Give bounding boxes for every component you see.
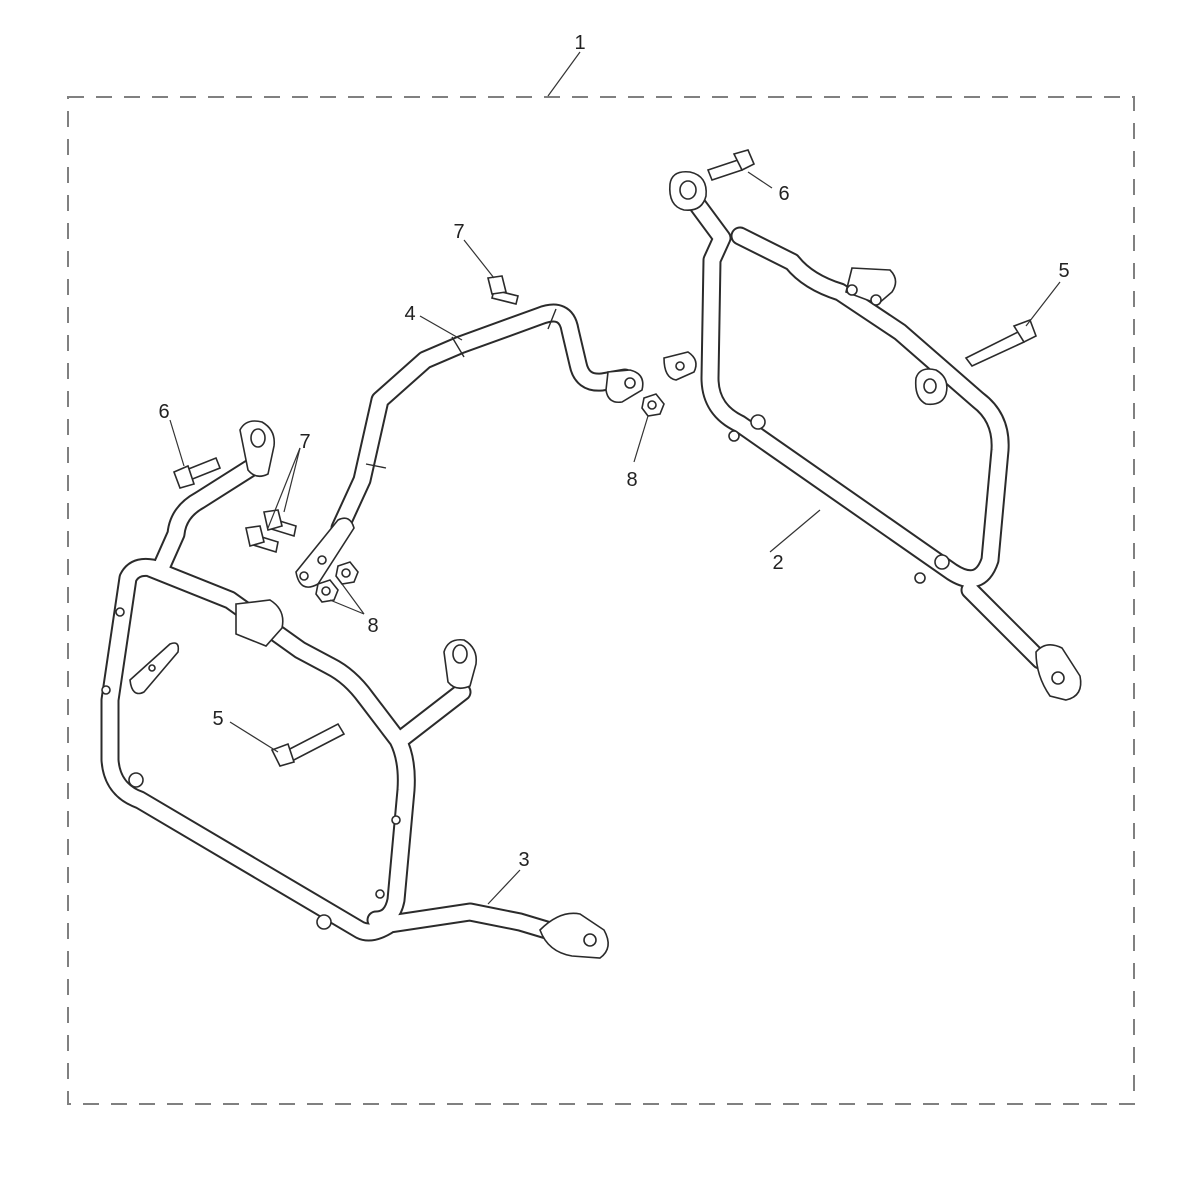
callout-4: 4 [404, 303, 415, 325]
callout-5-left: 5 [212, 708, 223, 730]
callout-8-left: 8 [367, 615, 378, 637]
left-pannier-frame [100, 420, 609, 959]
bolt-7-top [487, 275, 519, 305]
callout-2: 2 [772, 552, 783, 574]
callout-5-right: 5 [1058, 260, 1069, 282]
nuts-8-left [315, 561, 359, 603]
rear-cross-bar [295, 303, 644, 588]
bolt-5-right [964, 318, 1038, 367]
bolt-6-left [172, 456, 222, 489]
kit-boundary-box [67, 96, 1135, 1105]
callout-1: 1 [574, 32, 585, 54]
callout-8-right: 8 [626, 469, 637, 491]
bolt-6-right [706, 149, 756, 181]
right-pannier-frame [663, 170, 1082, 701]
nut-8-right [641, 393, 665, 417]
leader-lines [169, 51, 1061, 905]
callout-6-left: 6 [158, 401, 169, 423]
callout-7-left: 7 [299, 431, 310, 453]
callout-6-right: 6 [778, 183, 789, 205]
bolts-7-left [245, 509, 297, 554]
callout-7-top: 7 [453, 221, 464, 243]
callout-3: 3 [518, 849, 529, 871]
bolt-5-left [270, 722, 346, 767]
